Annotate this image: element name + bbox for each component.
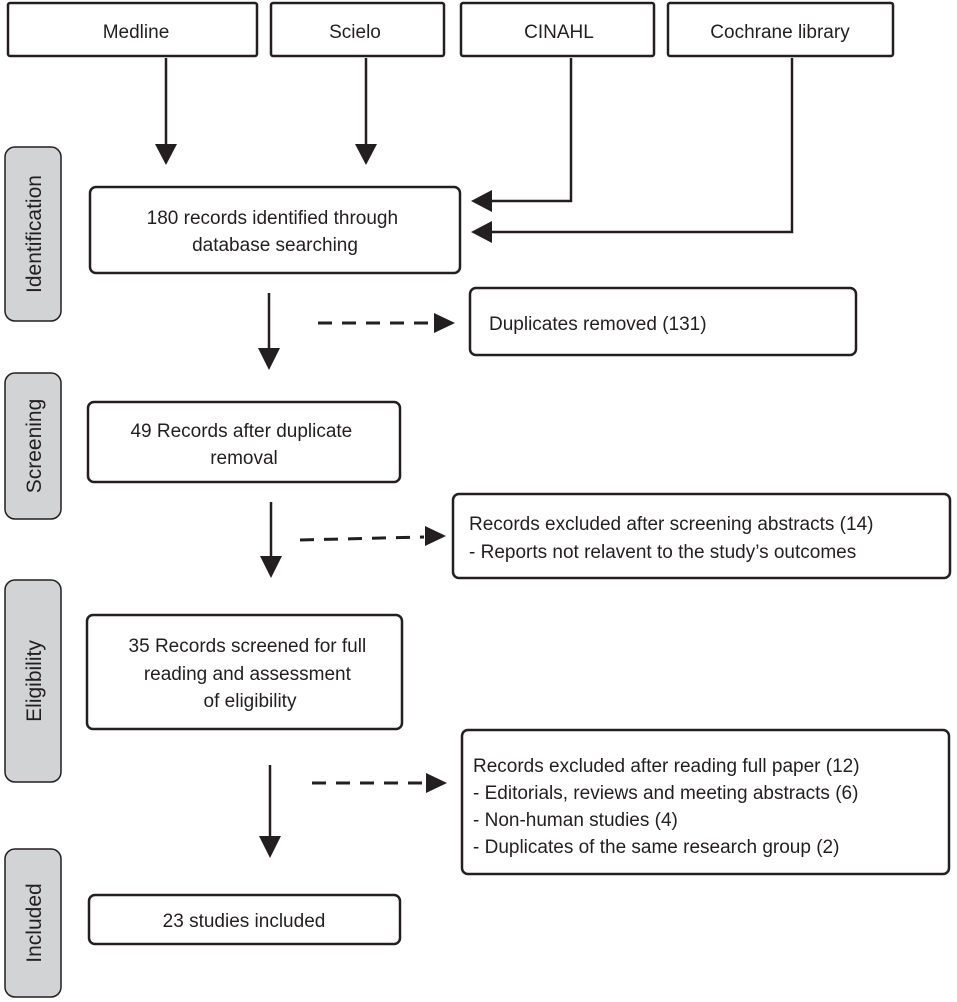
records-after-duplicates-line-2: removal xyxy=(210,448,278,469)
excluded-full-reading-line-4: - Duplicates of the same research group … xyxy=(473,837,839,858)
excluded-full-reading-line-1: Records excluded after reading full pape… xyxy=(473,756,860,777)
stage-identification: Identification xyxy=(4,146,62,322)
stage-eligibility-label: Eligibility xyxy=(23,640,46,722)
box-excluded-full-reading: Records excluded after reading full pape… xyxy=(460,728,951,876)
box-records-after-duplicates: 49 Records after duplicate removal xyxy=(86,400,402,484)
source-cochrane: Cochrane library xyxy=(666,1,895,58)
box-records-identified: 180 records identified through database … xyxy=(88,185,462,275)
arrow-identified-to-screening xyxy=(258,293,280,370)
records-identified-text: 180 records identified through database … xyxy=(147,208,404,256)
stage-included-label: Included xyxy=(23,883,46,962)
arrow-scielo-to-identified xyxy=(355,58,377,165)
stage-included: Included xyxy=(4,848,62,998)
excluded-screening-line-1: Records excluded after screening abstrac… xyxy=(469,514,873,535)
studies-included-line-1: 23 studies included xyxy=(163,911,326,932)
source-cinahl-label: CINAHL xyxy=(524,22,594,43)
excluded-screening-text: Records excluded after screening abstrac… xyxy=(469,514,879,563)
source-cochrane-label: Cochrane library xyxy=(710,22,850,43)
stage-eligibility: Eligibility xyxy=(4,579,62,783)
full-reading-line-1: 35 Records screened for full xyxy=(129,636,367,657)
records-identified-line-2: database searching xyxy=(192,235,358,256)
source-scielo: Scielo xyxy=(269,1,446,58)
excluded-screening-line-2: - Reports not relavent to the study’s ou… xyxy=(469,542,856,563)
arrow-eligibility-to-included xyxy=(259,765,281,858)
duplicates-removed-text: Duplicates removed (131) xyxy=(489,314,707,335)
excluded-full-reading-text: Records excluded after reading full pape… xyxy=(473,756,865,858)
box-duplicates-removed: Duplicates removed (131) xyxy=(468,286,858,357)
full-reading-line-3: of eligibility xyxy=(204,691,297,712)
arrow-screening-to-eligibility xyxy=(260,502,282,578)
excluded-full-reading-line-2: - Editorials, reviews and meeting abstra… xyxy=(473,783,858,804)
source-medline-label: Medline xyxy=(103,22,170,43)
dashed-arrow-excluded-screening xyxy=(299,526,446,546)
arrow-medline-to-identified xyxy=(155,58,177,165)
source-scielo-label: Scielo xyxy=(329,22,381,43)
box-excluded-screening: Records excluded after screening abstrac… xyxy=(451,492,952,580)
studies-included-text: 23 studies included xyxy=(163,911,326,932)
records-identified-line-1: 180 records identified through xyxy=(147,208,398,229)
box-studies-included: 23 studies included xyxy=(87,893,402,946)
source-cinahl: CINAHL xyxy=(459,1,656,58)
dashed-arrow-excluded-full-reading xyxy=(312,773,447,793)
arrow-cochrane-to-identified xyxy=(471,58,794,243)
duplicates-removed-line-1: Duplicates removed (131) xyxy=(489,314,707,335)
source-medline: Medline xyxy=(6,1,259,58)
full-reading-text: 35 Records screened for full reading and… xyxy=(129,636,372,712)
stage-identification-label: Identification xyxy=(23,175,46,293)
stage-screening: Screening xyxy=(4,372,62,520)
dashed-arrow-duplicates-removed xyxy=(318,313,455,333)
stage-screening-label: Screening xyxy=(23,399,46,494)
records-after-duplicates-line-1: 49 Records after duplicate xyxy=(130,421,352,442)
full-reading-line-2: reading and assessment xyxy=(144,664,352,685)
excluded-full-reading-line-3: - Non-human studies (4) xyxy=(473,810,678,831)
arrow-cinahl-to-identified xyxy=(471,58,573,212)
records-after-duplicates-text: 49 Records after duplicate removal xyxy=(130,421,357,469)
box-full-reading: 35 Records screened for full reading and… xyxy=(85,613,404,731)
